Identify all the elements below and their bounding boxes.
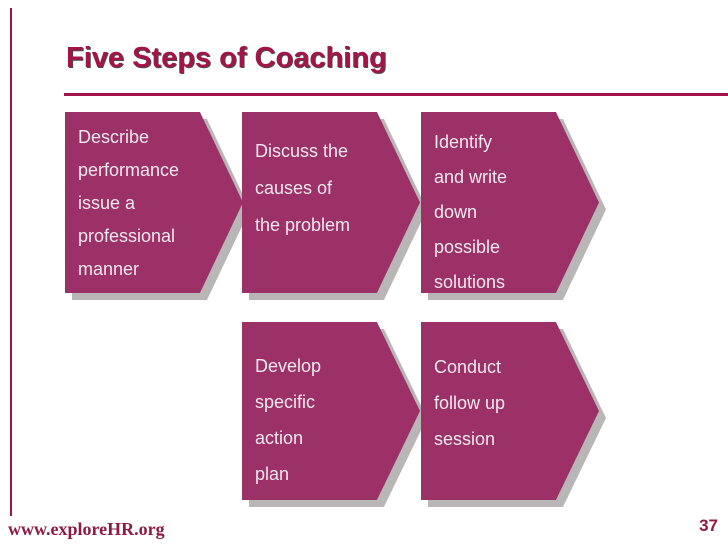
- footer-url: www.exploreHR.org: [8, 519, 165, 539]
- step-text-line: professional: [78, 226, 176, 246]
- step-text-line: the problem: [255, 215, 351, 235]
- title-underline-rule: [64, 93, 728, 96]
- arrow-shape: Develop specific action plan: [242, 322, 420, 500]
- step-text-line: Describe: [78, 127, 150, 147]
- step-text-line: session: [434, 429, 496, 449]
- step-text-line: manner: [78, 259, 140, 279]
- arrow-shape: Conduct follow up session: [421, 322, 599, 500]
- step-describe-performance-issue: Describe performance issue a professiona…: [65, 112, 250, 300]
- step-text-line: possible: [434, 237, 501, 257]
- step-text-line: and write: [434, 167, 508, 187]
- step-identify-possible-solutions: Identify and write down possible solutio…: [421, 112, 606, 300]
- step-text-line: solutions: [434, 272, 506, 292]
- step-text-line: Conduct: [434, 357, 502, 377]
- step-text-line: Identify: [434, 132, 493, 152]
- page-number: 37: [699, 516, 718, 535]
- step-text-line: causes of: [255, 178, 333, 198]
- arrow-shape: Discuss the causes of the problem: [242, 112, 420, 293]
- step-text-line: plan: [255, 464, 290, 484]
- step-text-line: action: [255, 428, 304, 448]
- step-text-line: Discuss the: [255, 141, 349, 161]
- step-text-line: issue a: [78, 193, 136, 213]
- page-title: Five Steps of Coaching: [66, 42, 387, 74]
- step-discuss-causes-of-problem: Discuss the causes of the problem: [242, 112, 427, 300]
- step-text-line: down: [434, 202, 478, 222]
- step-text-line: follow up: [434, 393, 506, 413]
- arrow-shape: Describe performance issue a professiona…: [65, 112, 243, 293]
- arrow-shape: Identify and write down possible solutio…: [421, 112, 599, 293]
- step-text-line: performance: [78, 160, 180, 180]
- step-text-line: Develop: [255, 356, 322, 376]
- step-develop-action-plan: Develop specific action plan: [242, 322, 427, 507]
- left-accent-line: [10, 8, 12, 516]
- step-text-line: specific: [255, 392, 316, 412]
- step-conduct-follow-up-session: Conduct follow up session: [421, 322, 606, 507]
